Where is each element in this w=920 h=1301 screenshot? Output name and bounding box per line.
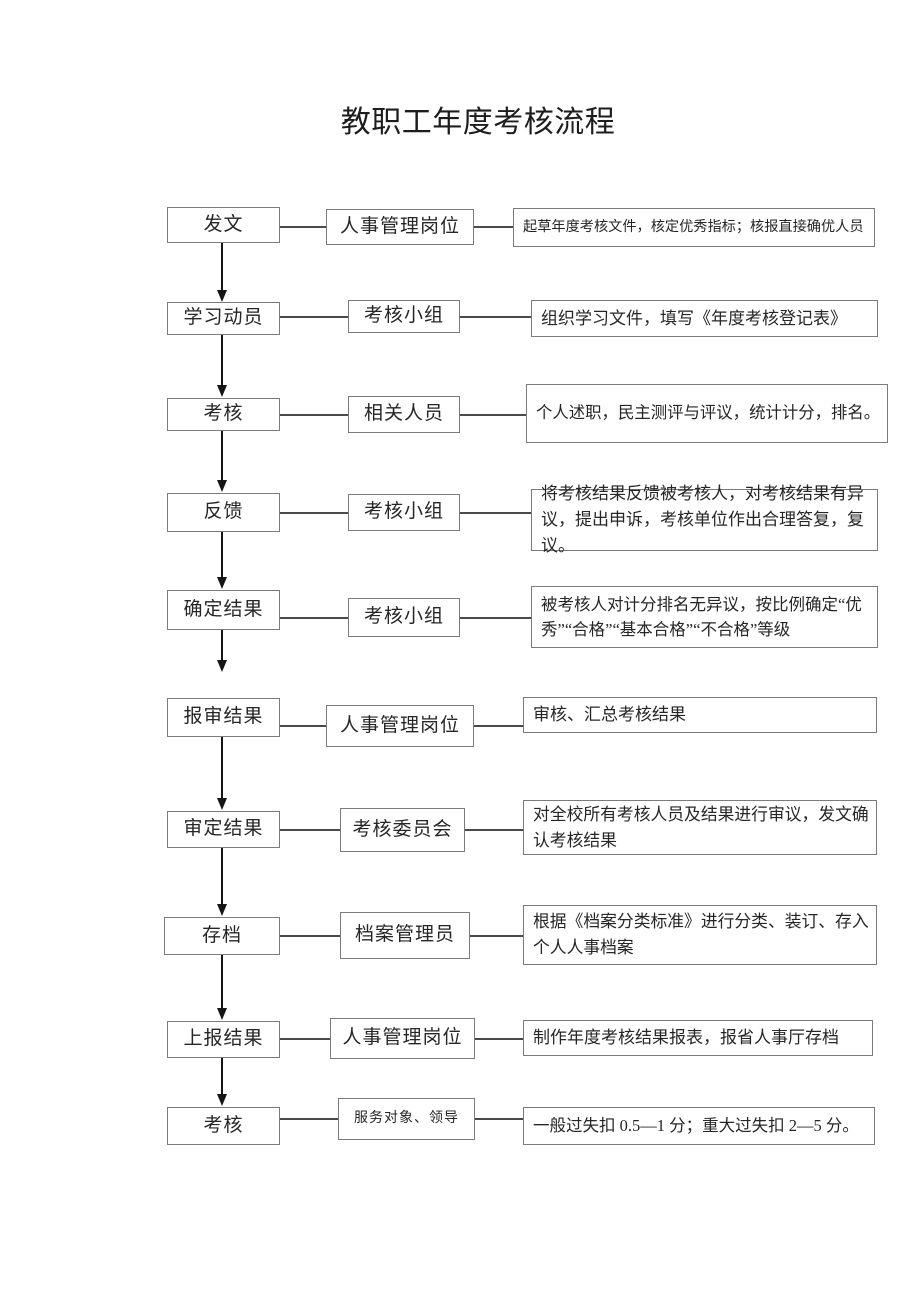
arrow-head-icon bbox=[217, 480, 227, 492]
arrow-line bbox=[221, 1058, 223, 1095]
connector-line bbox=[280, 226, 326, 228]
flow-step-box: 考核 bbox=[167, 1107, 280, 1145]
connector-line bbox=[460, 414, 526, 416]
flow-desc-box: 被考核人对计分排名无异议，按比例确定“优秀”“合格”“基本合格”“不合格”等级 bbox=[531, 586, 878, 648]
connector-line bbox=[280, 935, 340, 937]
flow-desc-box: 根据《档案分类标准》进行分类、装订、存入个人人事档案 bbox=[523, 905, 877, 965]
flow-desc-box: 对全校所有考核人员及结果进行审议，发文确认考核结果 bbox=[523, 800, 877, 855]
flow-step-box: 确定结果 bbox=[167, 590, 280, 630]
flow-desc-box: 个人述职，民主测评与评议，统计计分，排名。 bbox=[526, 384, 888, 443]
connector-line bbox=[280, 829, 340, 831]
arrow-line bbox=[221, 532, 223, 578]
page-title: 教职工年度考核流程 bbox=[340, 106, 616, 139]
flow-desc-box: 组织学习文件，填写《年度考核登记表》 bbox=[531, 300, 878, 337]
flow-step-box: 学习动员 bbox=[167, 302, 280, 335]
arrow-line bbox=[221, 431, 223, 481]
connector-line bbox=[475, 1038, 523, 1040]
flow-desc-box: 制作年度考核结果报表，报省人事厅存档 bbox=[523, 1020, 873, 1056]
connector-line bbox=[280, 1118, 338, 1120]
flow-actor-box: 服务对象、领导 bbox=[338, 1098, 475, 1140]
flow-actor-box: 相关人员 bbox=[348, 396, 460, 433]
flow-actor-box: 考核小组 bbox=[348, 598, 460, 637]
flow-actor-box: 考核小组 bbox=[348, 300, 460, 333]
arrow-head-icon bbox=[217, 660, 227, 672]
flow-step-box: 考核 bbox=[167, 398, 280, 431]
connector-line bbox=[470, 935, 523, 937]
arrow-head-icon bbox=[217, 385, 227, 397]
connector-line bbox=[474, 725, 523, 727]
connector-line bbox=[460, 316, 531, 318]
connector-line bbox=[280, 414, 348, 416]
connector-line bbox=[460, 512, 531, 514]
arrow-head-icon bbox=[217, 904, 227, 916]
arrow-head-icon bbox=[217, 798, 227, 810]
flow-actor-box: 人事管理岗位 bbox=[326, 705, 474, 747]
connector-line bbox=[475, 1118, 523, 1120]
flow-step-box: 报审结果 bbox=[167, 698, 280, 737]
arrow-line bbox=[221, 243, 223, 291]
connector-line bbox=[280, 1038, 330, 1040]
arrow-head-icon bbox=[217, 290, 227, 302]
connector-line bbox=[280, 316, 348, 318]
flow-actor-box: 考核委员会 bbox=[340, 808, 465, 852]
connector-line bbox=[280, 725, 326, 727]
flow-desc-box: 起草年度考核文件，核定优秀指标；核报直接确优人员 bbox=[513, 208, 875, 247]
flow-desc-box: 将考核结果反馈被考核人，对考核结果有异议，提出申诉，考核单位作出合理答复，复议。 bbox=[531, 484, 878, 555]
connector-line bbox=[460, 617, 531, 619]
arrow-head-icon bbox=[217, 577, 227, 589]
arrow-line bbox=[221, 848, 223, 905]
flow-actor-box: 档案管理员 bbox=[340, 912, 470, 959]
flow-step-box: 存档 bbox=[164, 917, 280, 955]
flow-desc-box: 审核、汇总考核结果 bbox=[523, 697, 877, 733]
arrow-head-icon bbox=[217, 1008, 227, 1020]
flow-step-box: 上报结果 bbox=[167, 1021, 280, 1058]
flow-step-box: 审定结果 bbox=[167, 811, 280, 848]
flow-step-box: 发文 bbox=[167, 207, 280, 243]
flow-actor-box: 人事管理岗位 bbox=[330, 1018, 475, 1059]
arrow-head-icon bbox=[217, 1094, 227, 1106]
connector-line bbox=[465, 829, 523, 831]
flow-desc-box: 一般过失扣 0.5—1 分；重大过失扣 2—5 分。 bbox=[523, 1107, 875, 1145]
connector-line bbox=[280, 617, 348, 619]
connector-line bbox=[280, 512, 348, 514]
arrow-line bbox=[221, 630, 223, 661]
flow-step-box: 反馈 bbox=[167, 493, 280, 532]
connector-line bbox=[474, 226, 513, 228]
flow-actor-box: 人事管理岗位 bbox=[326, 209, 474, 245]
arrow-line bbox=[221, 335, 223, 386]
flow-actor-box: 考核小组 bbox=[348, 494, 460, 531]
arrow-line bbox=[221, 737, 223, 799]
arrow-line bbox=[221, 955, 223, 1009]
